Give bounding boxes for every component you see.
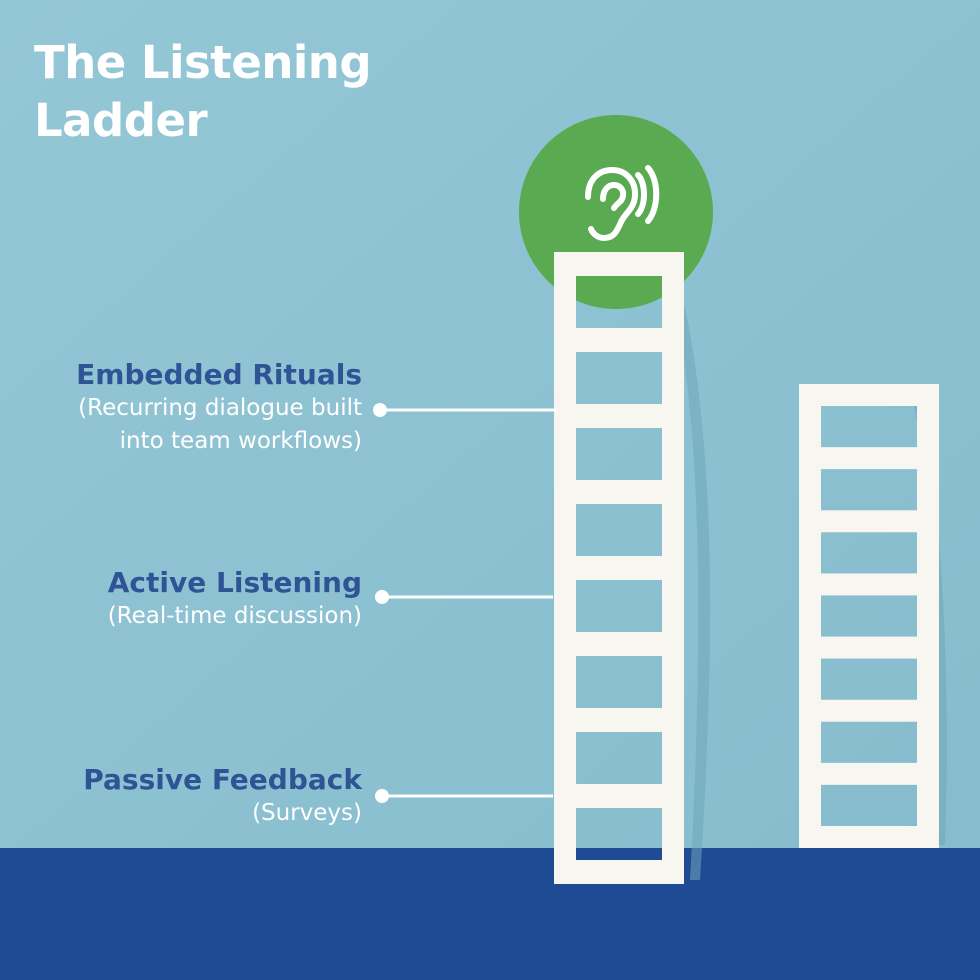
level-description-line: into team workflows): [119, 428, 362, 454]
main-ladder: [554, 252, 684, 884]
page-title: The Listening Ladder: [34, 34, 434, 150]
ladder-rung: [799, 762, 939, 785]
page-title-line-2: Ladder: [34, 94, 208, 147]
ladder-rung: [799, 510, 939, 533]
ladder-rail-left: [799, 384, 821, 848]
floor-shading: [0, 848, 980, 980]
level-passive-feedback: Passive Feedback (Surveys): [83, 763, 362, 830]
side-ladder: [799, 384, 939, 848]
connector-active-listening: [375, 590, 553, 604]
ladder-rung: [554, 784, 684, 808]
connector-passive-feedback: [375, 789, 553, 803]
connector-embedded-rituals: [373, 403, 556, 417]
level-description-line: (Real-time discussion): [107, 603, 362, 629]
ladder-rung: [554, 860, 684, 884]
ladder-rung: [799, 636, 939, 659]
level-active-listening: Active Listening (Real-time discussion): [108, 566, 362, 633]
level-description-line: (Surveys): [252, 800, 362, 826]
page-title-line-1: The Listening: [34, 36, 372, 89]
ladder-rung: [554, 708, 684, 732]
ear-listening-icon: [585, 165, 660, 242]
ladder-rail-right: [917, 384, 939, 848]
level-description-line: (Recurring dialogue built: [78, 395, 362, 421]
level-heading: Embedded Rituals: [76, 358, 362, 391]
ladder-rung: [554, 404, 684, 428]
ladder-rung: [554, 480, 684, 504]
ladder-rung: [799, 447, 939, 470]
ladder-rung: [554, 556, 684, 580]
level-embedded-rituals: Embedded Rituals (Recurring dialogue bui…: [76, 358, 362, 458]
ladder-rung: [554, 252, 684, 276]
ladder-rung: [799, 699, 939, 722]
ladder-rung: [799, 384, 939, 406]
main-ladder-shadow: [672, 285, 711, 880]
ladder-rung: [799, 826, 939, 848]
ladder-rung: [799, 573, 939, 596]
ladder-rung: [554, 632, 684, 656]
ladder-rung: [554, 328, 684, 352]
level-heading: Passive Feedback: [83, 763, 362, 796]
level-heading: Active Listening: [107, 566, 362, 599]
